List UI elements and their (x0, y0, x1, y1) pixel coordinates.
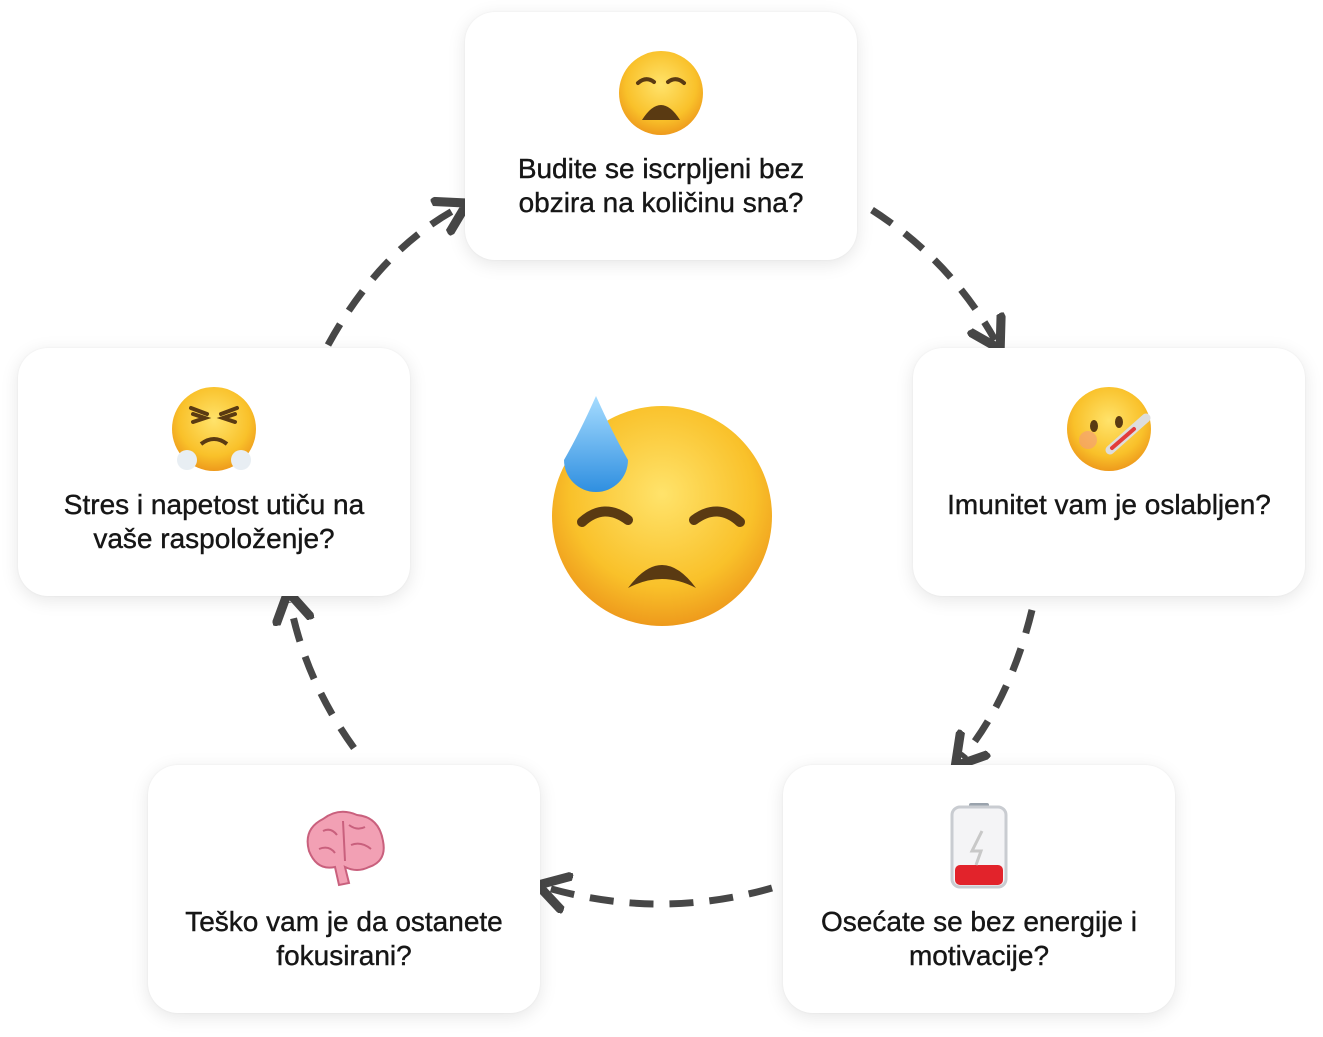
arrow-focus-to-stress (290, 602, 357, 751)
card-immunity: Imunitet vam je oslabljen? (913, 348, 1305, 596)
card-exhausted: Budite se iscrpljeni bez obzira na količ… (465, 12, 857, 260)
face-with-thermometer-icon (1067, 387, 1151, 471)
step-text: Teško vam je da ostanete fokusirani? (185, 906, 503, 971)
arrow-immunity-to-energy (962, 609, 1036, 758)
step-text: Stres i napetost utiču na vaše raspolože… (63, 489, 365, 554)
card-stress: Stres i napetost utiču na vaše raspolože… (18, 348, 410, 596)
arrow-stress-to-exhausted (324, 208, 458, 347)
low-battery-icon (950, 803, 1008, 889)
arrow-energy-to-focus (548, 888, 773, 904)
arrow-exhausted-to-immunity (870, 207, 995, 340)
brain-icon (306, 810, 385, 887)
face-with-steam-icon (172, 387, 256, 471)
card-energy: Osećate se bez energije i motivacije? (783, 765, 1175, 1013)
step-text: Osećate se bez energije i motivacije? (821, 906, 1137, 971)
weary-face-icon (619, 51, 703, 135)
step-text: Imunitet vam je oslabljen? (947, 489, 1271, 520)
card-focus: Teško vam je da ostanete fokusirani? (148, 765, 540, 1013)
step-text: Budite se iscrpljeni bez obzira na količ… (517, 153, 805, 218)
downcast-face-with-sweat-icon (552, 396, 772, 626)
